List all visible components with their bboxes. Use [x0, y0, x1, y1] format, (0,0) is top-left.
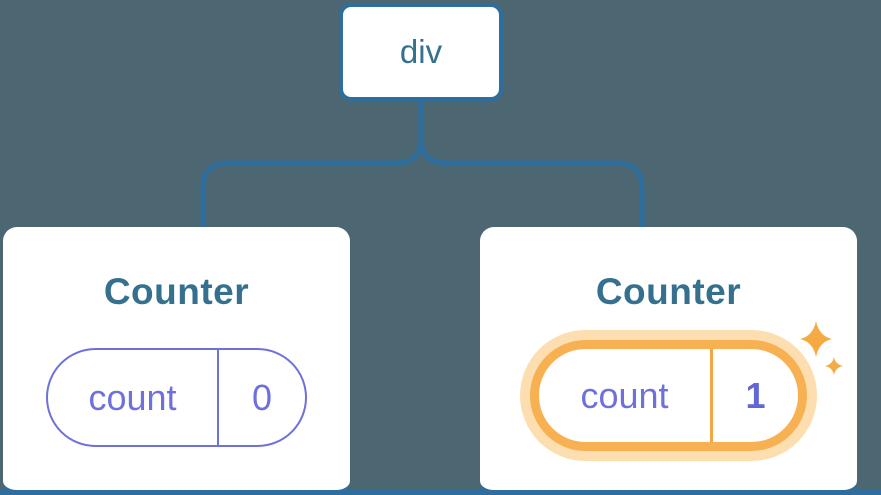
state-value: 1	[745, 374, 766, 416]
sparkle-small	[825, 357, 843, 375]
connector-left-branch	[200, 100, 424, 228]
state-value: 0	[251, 376, 273, 418]
sparkle-large	[800, 321, 832, 357]
root-node-label: div	[399, 33, 443, 70]
state-pill: count 0	[46, 348, 307, 447]
state-pill-highlighted: count 1	[530, 340, 807, 451]
counter-card-left: Counter count 0	[3, 227, 350, 495]
connector-right-branch	[418, 100, 645, 228]
root-node-div: div	[339, 3, 503, 101]
bottom-divider	[0, 489, 881, 495]
state-key-label: count	[48, 350, 219, 445]
counter-title: Counter	[595, 271, 742, 312]
counter-card-right: Counter count 1	[480, 227, 857, 495]
counter-title: Counter	[103, 271, 250, 312]
state-key-label: count	[539, 349, 713, 442]
